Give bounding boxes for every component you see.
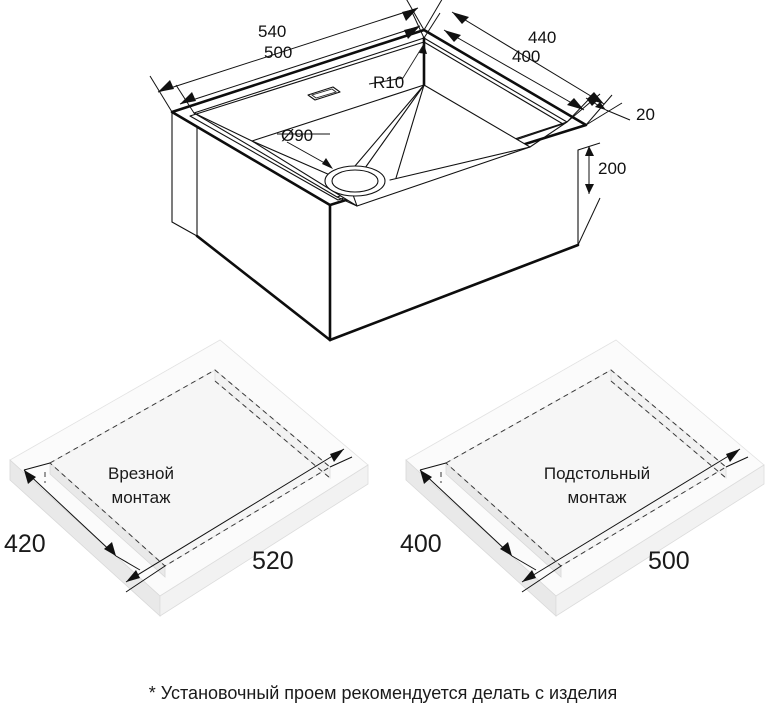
left-mount-title-line2: монтаж (112, 488, 172, 507)
dim-500-mount-label: 500 (648, 547, 690, 575)
dimension-500-mount: 500 (521, 448, 749, 593)
dimension-500: 500 (175, 11, 425, 114)
overflow-slot (307, 86, 341, 101)
dimension-20: 20 (566, 93, 655, 126)
right-mount-title-line1: Подстольный (544, 464, 650, 483)
sink-bowl-interior (193, 37, 568, 207)
dim-500-label: 500 (264, 43, 292, 62)
dimension-440: 440 (423, 0, 613, 126)
dim-520-label: 520 (252, 547, 294, 575)
dim-540-label: 540 (258, 22, 286, 41)
dim-r10-label: R10 (373, 73, 404, 92)
footnote-text: * Установочный проем рекомендуется делат… (149, 683, 617, 703)
dimension-540: 540 (149, 0, 425, 113)
right-mount-title-line2: монтаж (568, 488, 628, 507)
drain-diameter-leader (277, 133, 333, 169)
left-mount-title-line1: Врезной (108, 464, 174, 483)
dimension-400-mount: 400 (400, 462, 537, 571)
drain-ring (324, 165, 386, 197)
dimension-420: 420 (4, 462, 141, 571)
dimension-200: 200 (577, 142, 626, 246)
dim-440-label: 440 (528, 28, 556, 47)
dimension-400-depth: 400 (423, 12, 593, 123)
dim-d90-label: Ø90 (281, 126, 313, 145)
dimension-520: 520 (125, 448, 353, 593)
countertop-slab-right (405, 339, 765, 617)
corner-radius-leader (354, 36, 427, 179)
dim-420-label: 420 (4, 530, 46, 558)
sink-outer-body (171, 111, 580, 342)
dim-400-mount-label: 400 (400, 530, 442, 558)
countertop-slab-left (9, 339, 369, 617)
dim-200-label: 200 (598, 159, 626, 178)
cutout-dashed-outline (49, 369, 331, 567)
dim-20-label: 20 (636, 105, 655, 124)
dim-400-depth-label: 400 (512, 47, 540, 66)
cutout-dashed-outline-right (445, 369, 727, 567)
